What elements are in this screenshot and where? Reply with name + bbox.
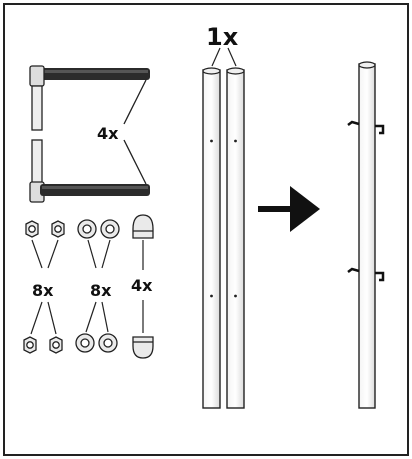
caps-count-label: 4x bbox=[131, 276, 153, 295]
arrow-right-icon bbox=[258, 186, 320, 232]
washers-leader-lines bbox=[85, 239, 111, 333]
hex-nut-icon bbox=[23, 220, 65, 354]
dome-cap-icon bbox=[132, 214, 154, 359]
assembled-post bbox=[347, 61, 385, 409]
hinges-count-label: 4x bbox=[97, 124, 119, 143]
post-icon bbox=[202, 67, 245, 409]
washer-icon bbox=[75, 219, 120, 353]
washers-count-label: 8x bbox=[90, 281, 112, 300]
posts-count-label: 1x bbox=[206, 23, 239, 51]
nuts-leader-lines bbox=[30, 239, 59, 335]
hinge-strap-icon bbox=[29, 65, 150, 203]
posts-leader-lines bbox=[211, 47, 237, 67]
nuts-count-label: 8x bbox=[32, 281, 54, 300]
